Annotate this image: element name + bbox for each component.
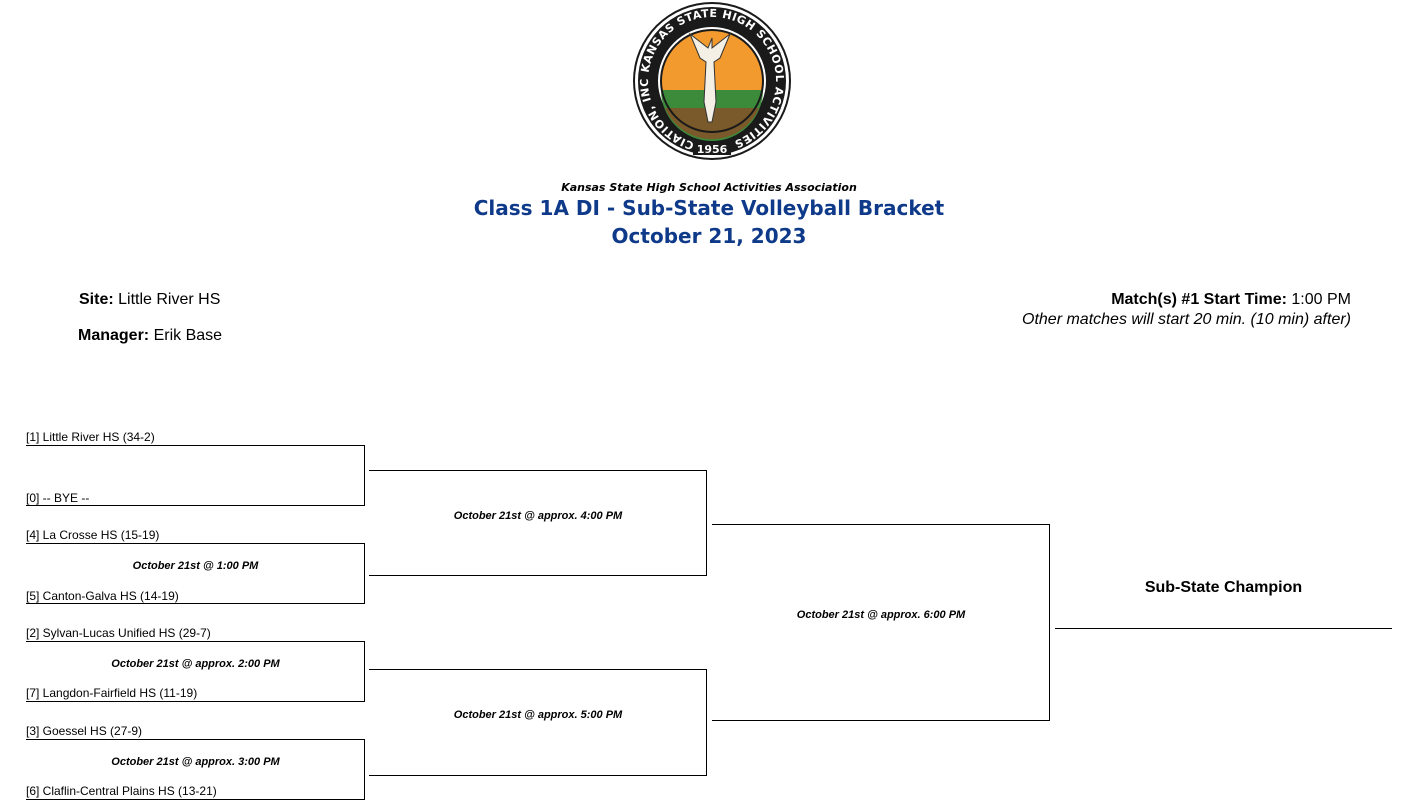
team-slot-5: [2] Sylvan-Lucas Unified HS (29-7) <box>26 626 211 640</box>
logo-year: 1956 <box>697 143 728 156</box>
start-time-value: 1:00 PM <box>1291 291 1351 308</box>
start-time-info: Match(s) #1 Start Time: 1:00 PM <box>1111 291 1351 309</box>
r1-line <box>26 445 365 446</box>
site-label: Site: <box>79 291 114 308</box>
r2-line <box>369 470 707 471</box>
r1-line <box>26 543 365 544</box>
champion-line <box>1055 628 1392 629</box>
champion-label: Sub-State Champion <box>1144 579 1303 596</box>
team-slot-1: [1] Little River HS (34-2) <box>26 430 155 444</box>
match-time-final: October 21st @ approx. 6:00 PM <box>796 609 966 621</box>
team-slot-2: [0] -- BYE -- <box>26 491 90 505</box>
r1-connector <box>364 739 365 799</box>
r1-line <box>26 739 365 740</box>
match-time-r1-3: October 21st @ approx. 2:00 PM <box>111 658 280 670</box>
r1-connector <box>364 641 365 701</box>
match-time-r2-1: October 21st @ approx. 4:00 PM <box>453 510 623 522</box>
r2-connector <box>706 470 707 575</box>
r1-line <box>26 799 365 800</box>
site-info: Site: Little River HS <box>79 291 220 309</box>
r2-line <box>369 575 707 576</box>
kshsaa-logo: KANSAS STATE HIGH SCHOOL ACTIVITIES ASSO… <box>631 0 791 160</box>
r1-line <box>26 641 365 642</box>
final-line <box>712 524 1050 525</box>
r1-line <box>26 603 365 604</box>
match-time-r2-2: October 21st @ approx. 5:00 PM <box>453 709 623 721</box>
schedule-note: Other matches will start 20 min. (10 min… <box>1022 311 1351 328</box>
r1-line <box>26 505 365 506</box>
r2-line <box>369 775 707 776</box>
team-slot-6: [7] Langdon-Fairfield HS (11-19) <box>26 686 198 700</box>
manager-label: Manager: <box>78 327 150 344</box>
team-slot-3: [4] La Crosse HS (15-19) <box>26 528 160 542</box>
final-connector <box>1049 524 1050 720</box>
manager-value: Erik Base <box>153 327 223 344</box>
start-time-label: Match(s) #1 Start Time: <box>1111 291 1287 308</box>
r1-connector <box>364 445 365 505</box>
manager-info: Manager: Erik Base <box>78 327 222 345</box>
r1-line <box>26 701 365 702</box>
team-slot-4: [5] Canton-Galva HS (14-19) <box>26 589 179 603</box>
organization-name: Kansas State High School Activities Asso… <box>561 181 857 194</box>
r1-connector <box>364 543 365 603</box>
team-slot-7: [3] Goessel HS (27-9) <box>26 724 143 738</box>
bracket-title: Class 1A DI - Sub-State Volleyball Brack… <box>473 196 945 220</box>
r2-line <box>369 669 707 670</box>
site-value: Little River HS <box>118 291 221 308</box>
final-line <box>712 720 1050 721</box>
r2-connector <box>706 669 707 775</box>
match-time-r1-2: October 21st @ 1:00 PM <box>132 560 259 572</box>
bracket-date: October 21, 2023 <box>611 224 807 248</box>
team-slot-8: [6] Claflin-Central Plains HS (13-21) <box>26 784 217 798</box>
match-time-r1-4: October 21st @ approx. 3:00 PM <box>111 756 280 768</box>
